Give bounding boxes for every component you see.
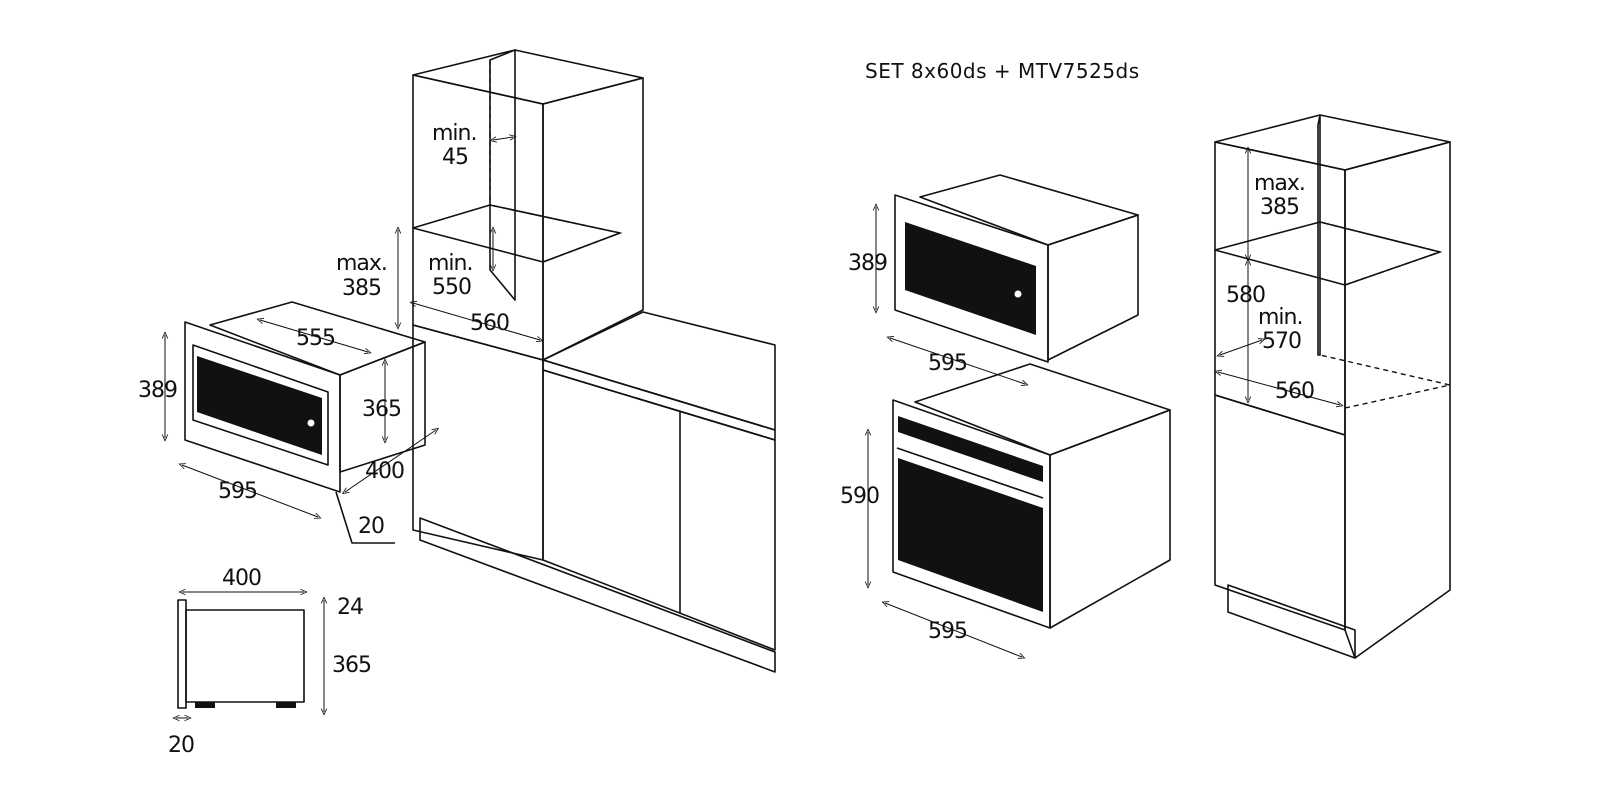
left-kitchen-unit: [412, 49, 776, 673]
label-r-580: 580: [1226, 283, 1265, 308]
label-r-max-385: 385: [1260, 195, 1299, 220]
label-r-min-text: min.: [1258, 305, 1302, 330]
label-max-385-text: max.: [336, 251, 387, 276]
label-r-mw-389: 389: [848, 251, 887, 276]
right-microwave: [894, 174, 1139, 363]
label-min-45-value: 45: [442, 145, 468, 170]
label-side-24: 24: [337, 595, 363, 620]
side-view: [177, 599, 305, 709]
label-mw-depth-400: 400: [365, 459, 404, 484]
tall-cabinet-side: [542, 77, 644, 361]
tall-cabinet-back: [489, 49, 516, 301]
label-frame-20: 20: [358, 514, 384, 539]
left-microwave: [184, 301, 426, 493]
label-side-depth-400: 400: [222, 566, 261, 591]
control-panel: [898, 416, 1043, 482]
label-mw-depth-555: 555: [296, 326, 335, 351]
label-r-min-570: 570: [1262, 329, 1301, 354]
plinth: [419, 517, 776, 673]
diagram-title: SET 8x60ds + MTV7525ds: [865, 59, 1140, 83]
tall-cabinet-top: [412, 49, 644, 105]
label-min-45-text: min.: [432, 121, 476, 146]
label-r-max-text: max.: [1254, 171, 1305, 196]
label-r-depth-560: 560: [1275, 379, 1314, 404]
label-mw-width-595: 595: [218, 479, 257, 504]
label-max-385-value: 385: [342, 276, 381, 301]
tall-cabinet-lower-front: [412, 324, 544, 561]
microwave-window: [197, 356, 322, 455]
label-min-550-text: min.: [428, 251, 472, 276]
label-oven-595: 595: [928, 619, 967, 644]
label-side-365: 365: [332, 653, 371, 678]
right-tall-cabinet: [1214, 114, 1451, 659]
oven-window: [898, 458, 1043, 612]
oven: [892, 363, 1171, 629]
base-cabinet-front: [542, 369, 776, 651]
label-side-20: 20: [168, 733, 194, 758]
label-niche-depth-560: 560: [470, 311, 509, 336]
label-min-550-value: 550: [432, 275, 471, 300]
microwave-window: [905, 222, 1036, 335]
worktop-edge: [542, 359, 776, 441]
label-r-mw-595: 595: [928, 351, 967, 376]
label-oven-590: 590: [840, 484, 879, 509]
label-mw-height-389: 389: [138, 378, 177, 403]
label-mw-body-365: 365: [362, 397, 401, 422]
